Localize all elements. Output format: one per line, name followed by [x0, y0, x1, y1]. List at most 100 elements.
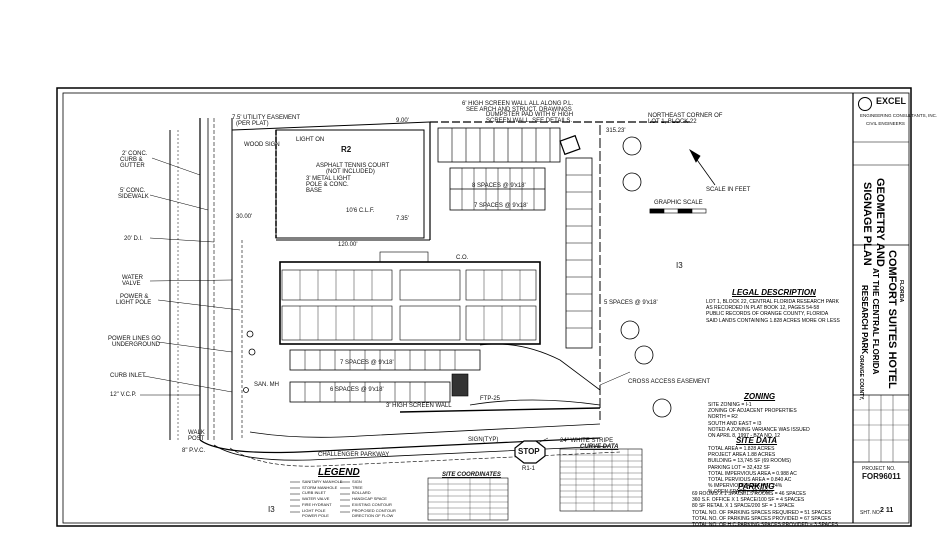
legend-item: POWER POLE [302, 513, 329, 519]
dim-label: 30.00' [236, 214, 253, 220]
parking-spaces-label: 5 SPACES @ 9'x18' [604, 300, 658, 306]
di-label: 20' D.I. [124, 236, 143, 242]
pipe-label: 12" V.C.P. [110, 392, 137, 398]
project-title: COMFORT SUITES HOTEL [886, 250, 898, 389]
county-label: ORANGE COUNTY, [858, 355, 864, 401]
firm-logo-icon [858, 97, 872, 111]
easement-label: CROSS ACCESS EASEMENT [628, 379, 711, 385]
parking-spaces-label: 7 SPACES @ 9'x18' [474, 203, 528, 209]
not-included-label: (NOT INCLUDED) [326, 169, 375, 175]
per-plat-label: (PER PLAT) [236, 121, 269, 127]
curb-label-2: CURB & [120, 157, 143, 163]
legend-item: TREE [352, 484, 363, 490]
state-label: FLORIDA [898, 280, 904, 303]
graphic-scale-label: GRAPHIC SCALE [654, 200, 703, 206]
zoning-i3-label: I3 [268, 505, 275, 514]
co-label: C.O. [456, 255, 469, 261]
wood-sign-label: WOOD SIGN [244, 142, 280, 148]
parking-spaces-label: 6 SPACES @ 9'x18' [330, 387, 384, 393]
legend-item: EXISTING CONTOUR [352, 501, 392, 507]
legal-description-body: LOT 1, BLOCK 22, CENTRAL FLORIDA RESEARC… [706, 299, 840, 324]
san-mh-label: SAN. MH [254, 382, 280, 388]
dim-label: 7.35' [396, 216, 409, 222]
arch-struct-label: SEE ARCH AND STRUCT. DRAWINGS [466, 107, 572, 113]
scale-unit-label: SCALE IN FEET [706, 187, 751, 193]
parking-spaces-label: 8 SPACES @ 9'x18' [472, 183, 526, 189]
metal-pole-label: 3' METAL LIGHT [306, 176, 351, 182]
legend-title: LEGEND [318, 467, 360, 478]
dim-label: 315.23' [606, 128, 626, 134]
stop-sign-label: STOP [518, 447, 540, 456]
dumpster-label: DUMPSTER PAD WITH 6' HIGH [486, 112, 574, 118]
screen-wall-low-label: 3' HIGH SCREEN WALL [386, 403, 452, 409]
zoning-title: ZONING [744, 392, 776, 401]
zoning-r2-label: R2 [341, 145, 352, 154]
dumpster-label-2: SCREEN WALL. SEE DETAILS. [486, 118, 573, 124]
firm-subtitle-2: CIVIL ENGINEERS [866, 121, 905, 126]
zoning-body: SITE ZONING = I-1 ZONING OF ADJACENT PRO… [708, 402, 810, 440]
sheet-no: 2 11 [880, 507, 894, 514]
parking-title: PARKING [738, 482, 775, 491]
tennis-court-label: ASPHALT TENNIS COURT [316, 163, 390, 169]
light-on-label: LIGHT ON [296, 137, 325, 143]
zoning-i3-label: I3 [676, 261, 683, 270]
project-no: FOR96011 [862, 472, 901, 481]
legend-item: HANDICAP SPACE [352, 496, 387, 502]
legend-item: CURB INLET [302, 490, 326, 496]
legal-description-title: LEGAL DESCRIPTION [732, 288, 816, 297]
legend-item: WATER VALVE [302, 496, 330, 502]
sign-label: SIGN(TYP) [468, 437, 499, 443]
metal-pole-label-2: POLE & CONC. [306, 182, 349, 188]
lot-block-label: LOT 1, BLOCK 22 [648, 119, 697, 125]
legend-item: PROPOSED CONTOUR [352, 507, 396, 513]
legend-item: FIRE HYDRANT [302, 501, 332, 507]
legend-item: SANITARY MANHOLE [302, 479, 343, 484]
water-valve-label-2: VALVE [122, 281, 141, 287]
parking-body: 69 ROOMS X 1 SPACE/1.5 ROOMS = 46 SPACES… [692, 491, 839, 529]
metal-pole-label-3: BASE [306, 188, 323, 194]
walk-post-label-2: POST [188, 436, 205, 442]
site-data-body: TOTAL AREA = 1.828 ACRES PROJECT AREA 1.… [708, 446, 797, 496]
power-lines-label-2: UNDERGROUND [112, 342, 160, 348]
firm-subtitle: ENGINEERING CONSULTANTS, INC. [860, 113, 938, 118]
legend-item: DIRECTION OF FLOW [352, 513, 394, 519]
legend-item: SIGN [352, 479, 362, 484]
parking-spaces-label: 7 SPACES @ 9'x18' [340, 360, 394, 366]
water-valve-label: WATER [122, 275, 143, 281]
legend-item: BOLLARD [352, 490, 371, 496]
ftp-label: FTP-25 [480, 396, 501, 402]
project-no-label: PROJECT NO. [862, 466, 896, 472]
utility-easement-label: 7.5' UTILITY EASEMENT [232, 115, 301, 121]
sign-code-label: R1-1 [522, 466, 536, 472]
sidewalk-label: 5' CONC. [120, 188, 146, 194]
sheet-title-2: SIGNAGE PLAN [861, 182, 873, 266]
dim-label: 9.00' [396, 118, 409, 124]
sidewalk-label-2: SIDEWALK [118, 194, 149, 200]
screen-wall-label: 6' HIGH SCREEN WALL ALL ALONG P.L. [462, 101, 574, 107]
ne-corner-label: NORTHEAST CORNER OF [648, 113, 723, 119]
power-pole-label-2: LIGHT POLE [116, 300, 152, 306]
road-name-label: CHALLENGER PARKWAY [318, 452, 390, 458]
power-pole-label: POWER & [120, 294, 149, 300]
legend-item: LIGHT POLE [302, 507, 326, 513]
project-subtitle-2: RESEARCH PARK [860, 285, 869, 355]
walk-post-label: WALK [188, 430, 205, 436]
site-data-title: SITE DATA [736, 436, 778, 445]
legend-item: STORM MANHOLE [302, 484, 338, 490]
power-lines-label: POWER LINES GO [108, 336, 161, 342]
curb-label: 2' CONC. [122, 151, 148, 157]
sheet-title: GEOMETRY AND [874, 178, 886, 267]
curve-data-title: CURVE DATA [580, 444, 619, 450]
fence-label: 10'6 C.L.F. [346, 208, 375, 214]
curb-label-3: GUTTER [120, 163, 145, 169]
firm-name: EXCEL [876, 96, 907, 106]
dim-label: 120.00' [338, 242, 358, 248]
project-subtitle: AT THE CENTRAL FLORIDA [871, 268, 880, 375]
curb-inlet-label: CURB INLET [110, 373, 146, 379]
stripe-label: 24" WHITE STRIPE [560, 438, 614, 444]
site-coordinates-title: SITE COORDINATES [442, 472, 501, 478]
pipe-label: 8" P.V.C. [182, 448, 206, 454]
sheet-no-label: SHT. NO. [860, 510, 882, 516]
